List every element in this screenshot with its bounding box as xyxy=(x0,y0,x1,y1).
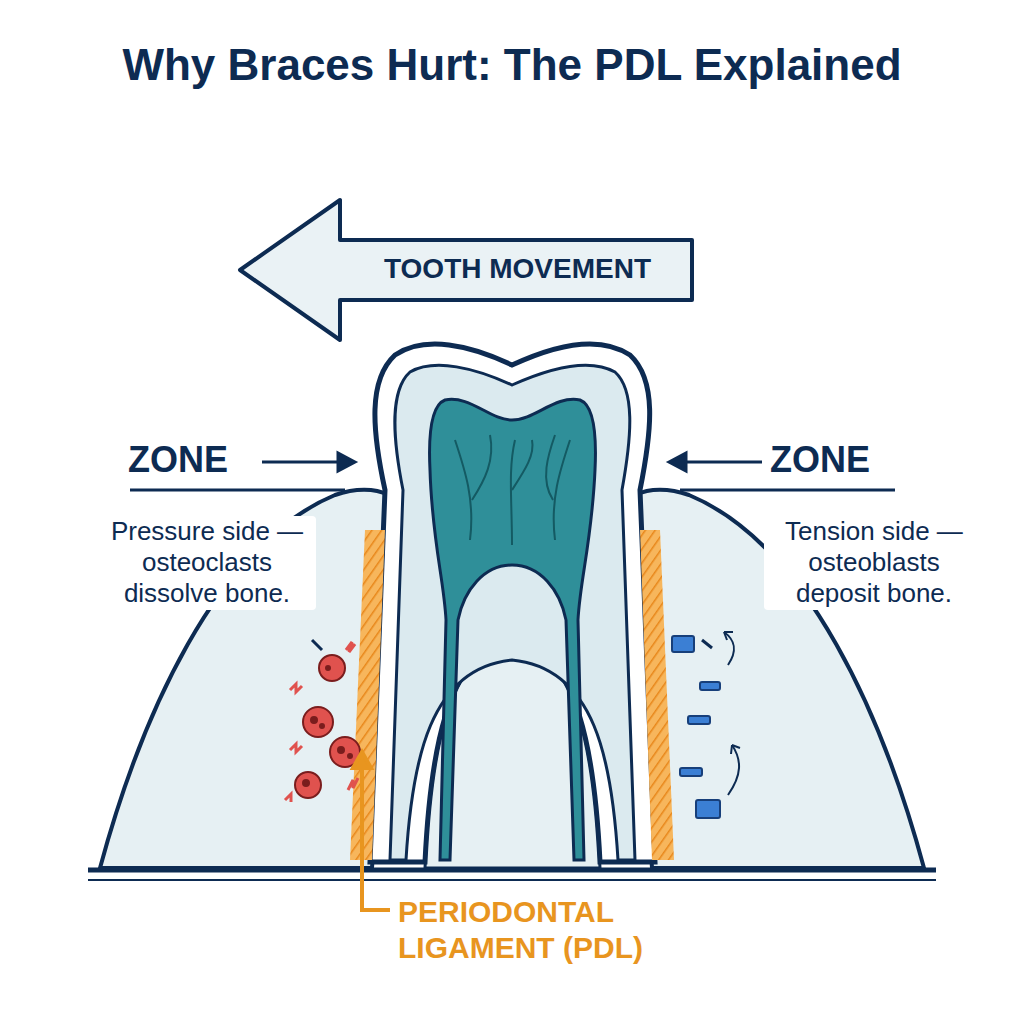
resorption-marks xyxy=(285,642,358,802)
base-line xyxy=(88,868,936,873)
tooth-pulp xyxy=(430,399,596,860)
pulp-vessels xyxy=(455,435,570,545)
pdl-label: PERIODONTAL LIGAMENT (PDL) xyxy=(398,894,688,966)
zone-heading: ZONE xyxy=(770,438,910,481)
movement-arrow: TOOTH MOVEMENT xyxy=(236,196,696,344)
pdl-leader xyxy=(353,752,390,910)
arrow-label: TOOTH MOVEMENT xyxy=(384,253,651,285)
osteoblast-blocks xyxy=(672,636,720,818)
tooth-dentin xyxy=(390,365,635,860)
tooth-enamel xyxy=(370,344,655,862)
arrow-outline xyxy=(240,200,692,340)
pdl-band xyxy=(350,530,385,860)
zone-description: Tension side — osteoblasts deposit bone. xyxy=(764,516,984,610)
pdl-band xyxy=(640,530,674,860)
base-line xyxy=(88,879,936,881)
zone-description: Pressure side — osteoclasts dissolve bon… xyxy=(98,516,316,610)
osteoclast-cells xyxy=(295,655,360,798)
deposition-arrows xyxy=(724,632,740,795)
zone-heading: ZONE xyxy=(128,438,268,481)
diagram-title: Why Braces Hurt: The PDL Explained xyxy=(0,40,1024,90)
